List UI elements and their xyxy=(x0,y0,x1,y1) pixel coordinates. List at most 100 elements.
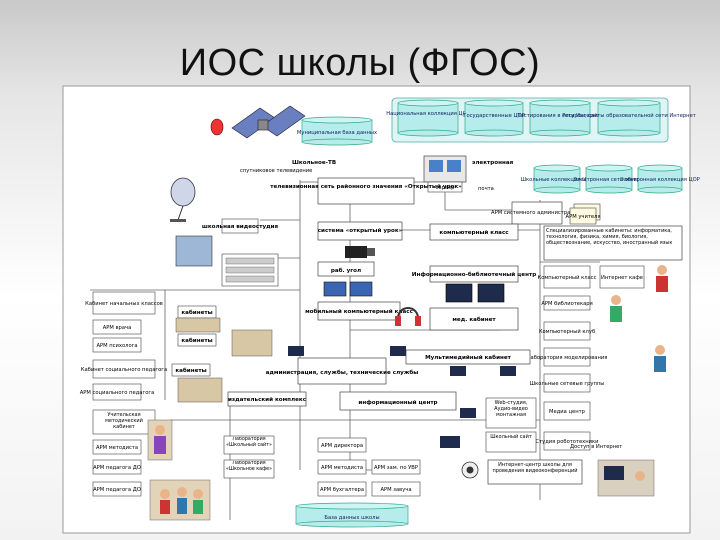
svg-text:Компьютерный клуб: Компьютерный клуб xyxy=(539,328,595,335)
top-cylinder-4: Ресурсы, сайты образовательной сети Инте… xyxy=(562,99,696,137)
svg-text:Кабинет социального педагога: Кабинет социального педагога xyxy=(81,367,167,373)
headphones-icon xyxy=(395,307,421,326)
right-desc-text: Специализированные кабинеты: информатика… xyxy=(546,228,673,246)
video-studio-label: школьная видеостудия xyxy=(202,224,279,230)
multimedia-label: Мультимедийный кабинет xyxy=(425,354,512,361)
bottom-arm-1: АРМ директора xyxy=(317,437,367,453)
svg-text:АРМ методиста: АРМ методиста xyxy=(321,465,363,471)
internet-center-label: Интернет-центр школы для проведения виде… xyxy=(492,462,578,474)
svg-text:Лаборатория моделирования: Лаборатория моделирования xyxy=(527,355,608,361)
webcam-icon xyxy=(461,461,479,479)
conference-photo xyxy=(597,459,655,497)
info-room-label: мобильный компьютерный класс xyxy=(305,308,413,315)
right-label-8: Студия робототехники xyxy=(535,431,599,451)
right-label-3: АРМ библиотекаря xyxy=(541,295,593,311)
top-cyl-label-3: Тестирования в сети Интернет xyxy=(516,113,602,119)
teacher-photo xyxy=(147,419,173,461)
computer-class-label: компьютерный класс xyxy=(439,229,508,236)
school-cylinder-2: Электронная сеть обмена xyxy=(573,164,645,194)
left-label-1: Кабинет начальных классов xyxy=(85,291,163,315)
right-label-4: Компьютерный клуб xyxy=(539,321,595,341)
left-label-3: АРМ психолога xyxy=(92,337,142,353)
bottom-arm-4: АРМ бухгалтера xyxy=(317,481,367,497)
top-cylinder-2: Государственные ЦОР xyxy=(463,99,525,137)
lecture-hall-block: система «открытый урок» xyxy=(317,221,403,241)
internet-access-label: Доступ в Интернет xyxy=(570,444,622,450)
bottom-arm-3: АРМ зам. по УВР xyxy=(371,459,421,475)
left-label-2: АРМ врача xyxy=(92,319,142,335)
svg-text:Медиа центр: Медиа центр xyxy=(549,409,586,415)
subject-rooms-label-1: кабинеты xyxy=(181,309,212,316)
svg-text:Кабинет начальных классов: Кабинет начальных классов xyxy=(85,301,163,307)
svg-text:АРМ завуча: АРМ завуча xyxy=(380,487,411,493)
right-label-2: Интернет кафе xyxy=(599,265,645,289)
people-icon xyxy=(610,265,668,372)
right-label-6: Школьные сетевые группы xyxy=(530,373,605,393)
municipal-db-cylinder: Муниципальная база данных xyxy=(297,116,377,146)
info-center-label: информационный центр xyxy=(358,399,437,406)
left-bottom-arm-2: АРМ педагога ДО xyxy=(92,459,142,475)
school-db-label: База данных школы xyxy=(324,515,379,521)
right-label-7: Медиа центр xyxy=(543,401,591,421)
video-studio-block: школьная видеостудия xyxy=(175,218,279,267)
tv-monitor-icon xyxy=(445,283,505,303)
web-studio-label: Web-студия, Аудио-видео монтажная xyxy=(494,400,528,418)
monitor-row-icon xyxy=(288,346,516,448)
server-block: сервер xyxy=(423,155,467,193)
svg-text:АРМ педагога ДО: АРМ педагога ДО xyxy=(93,487,141,493)
subject-rooms-label-3: кабинеты xyxy=(175,367,206,374)
svg-text:АРМ педагога ДО: АРМ педагога ДО xyxy=(93,465,141,471)
svg-text:Интернет кафе: Интернет кафе xyxy=(601,275,643,281)
camera-icon xyxy=(345,246,375,258)
tv-network-label: телевизионная сеть районного значения «О… xyxy=(270,183,462,190)
municipal-db-label: Муниципальная база данных xyxy=(297,130,377,136)
svg-text:АРМ бухгалтера: АРМ бухгалтера xyxy=(320,487,364,493)
top-cyl-label-2: Государственные ЦОР xyxy=(463,113,524,119)
svg-text:Студия робототехники: Студия робототехники xyxy=(535,439,598,445)
school-cylinder-1: Школьные коллекции ЦОР xyxy=(521,164,594,194)
svg-text:АРМ зам. по УВР: АРМ зам. по УВР xyxy=(374,465,418,471)
page-title: ИОС школы (ФГОС) xyxy=(179,42,541,84)
top-cyl-label-4: Ресурсы, сайты образовательной сети Инте… xyxy=(562,112,696,119)
svg-text:АРМ врача: АРМ врача xyxy=(103,325,132,331)
school-cyl-label-3: Электронная коллекция ЦОР xyxy=(620,177,700,183)
email-sub-label: почта xyxy=(478,186,494,192)
lecture-hall-label: система «открытый урок» xyxy=(318,227,403,234)
svg-text:АРМ методиста: АРМ методиста xyxy=(96,445,138,451)
left-bottom-arm-1: АРМ методиста xyxy=(92,439,142,455)
library-label: мед. кабинет xyxy=(452,316,496,323)
svg-text:Школьные сетевые группы: Школьные сетевые группы xyxy=(530,381,605,387)
students-photo xyxy=(149,479,211,521)
svg-text:АРМ библиотекаря: АРМ библиотекаря xyxy=(541,301,592,307)
school-cylinder-3: Электронная коллекция ЦОР xyxy=(620,164,700,194)
satellite-dish-icon xyxy=(170,177,196,222)
svg-text:Компьютерный класс: Компьютерный класс xyxy=(538,274,597,281)
top-cylinder-1: Национальная коллекция ЦОР xyxy=(386,99,470,137)
lab-school-cafe-label: Лаборатория «Школьное кафе» xyxy=(225,461,273,472)
school-cyl-label-1: Школьные коллекции ЦОР xyxy=(521,177,594,183)
teacher-arm-label: АРМ учителя xyxy=(566,214,601,220)
server-label: сервер xyxy=(436,185,456,191)
right-label-5: Лаборатория моделирования xyxy=(527,347,608,367)
bottom-arm-2: АРМ методиста xyxy=(317,459,367,475)
svg-text:АРМ психолога: АРМ психолога xyxy=(96,343,137,349)
school-cyl-label-2: Электронная сеть обмена xyxy=(573,177,644,183)
right-label-1: Компьютерный класс xyxy=(538,265,597,289)
publishing-label: издательский комплекс xyxy=(228,396,306,403)
school-site-label: Школьный сайт xyxy=(490,434,532,440)
left-label-5: АРМ социального педагога xyxy=(80,383,154,401)
top-cylinder-3: Тестирования в сети Интернет xyxy=(516,99,603,137)
computer-icon xyxy=(323,281,373,297)
email-label: электронная xyxy=(472,160,514,166)
lab-school-site-label: Лаборатория «Школьный сайт» xyxy=(226,437,272,448)
sysadmin-arm-label: АРМ системного администратора xyxy=(491,210,583,216)
top-cyl-label-1: Национальная коллекция ЦОР xyxy=(386,111,470,117)
left-bottom-arm-3: АРМ педагога ДО xyxy=(92,481,142,497)
rabochi-ugol-label: раб. угол xyxy=(331,267,361,274)
shkolnoe-tv-label: Школьное-ТВ xyxy=(292,160,336,166)
subject-rooms-label-2: кабинеты xyxy=(181,337,212,344)
svg-text:АРМ директора: АРМ директора xyxy=(321,443,363,449)
stacked-cards-icon: АРМ учителя xyxy=(566,203,601,225)
satellite-icon xyxy=(210,105,306,139)
